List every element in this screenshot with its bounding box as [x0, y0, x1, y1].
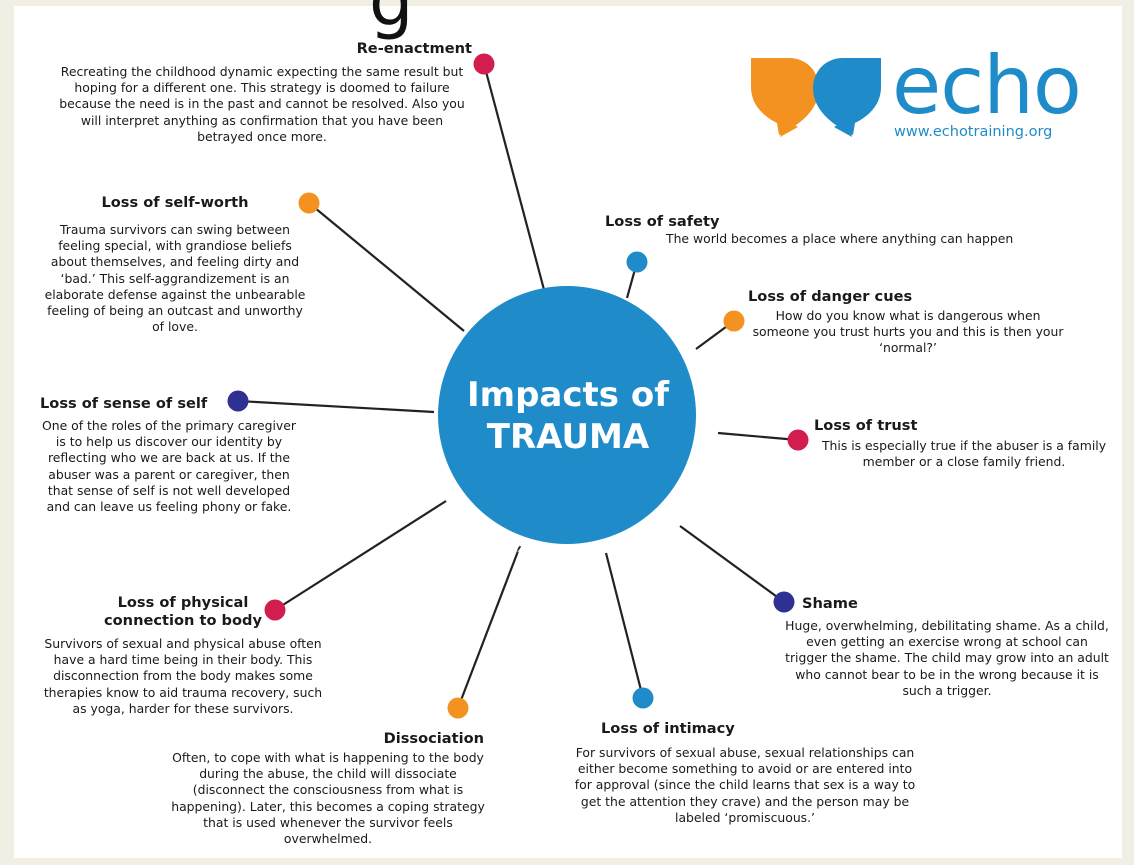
center-title: Impacts of TRAUMA — [454, 374, 682, 458]
spoke-shame — [679, 525, 785, 603]
dot-reenactment — [473, 53, 495, 75]
spoke-trust — [717, 431, 799, 442]
echo-website-url[interactable]: www.echotraining.org — [894, 124, 1053, 140]
item-reenactment: Re-enactment Recreating the childhood dy… — [52, 40, 472, 145]
item-title: Loss of danger cues — [748, 288, 913, 305]
cropped-heading-fragment: g — [369, 0, 414, 42]
item-description: The world becomes a place where anything… — [666, 231, 1014, 246]
item-description: Survivors of sexual and physical abuse o… — [43, 636, 323, 716]
item-physical: Loss of physical connection to body Surv… — [40, 594, 326, 717]
item-trust: Loss of trust This is especially true if… — [814, 417, 1114, 470]
item-sense-of-self: Loss of sense of self One of the roles o… — [40, 395, 322, 515]
item-description: One of the roles of the primary caregive… — [42, 418, 296, 515]
spoke-self-worth — [308, 202, 465, 332]
dot-physical — [264, 599, 286, 621]
impacts-center-circle — [438, 286, 696, 544]
dot-trust — [787, 429, 809, 451]
item-description: Huge, overwhelming, debilitating shame. … — [785, 618, 1109, 698]
dot-danger — [723, 310, 745, 332]
dot-shame — [773, 591, 795, 613]
spoke-physical — [274, 500, 447, 611]
item-danger: Loss of danger cues How do you know what… — [748, 288, 1068, 357]
item-shame: Shame Huge, overwhelming, debilitating s… — [784, 595, 1110, 699]
item-description: This is especially true if the abuser is… — [821, 438, 1107, 470]
dot-safety — [626, 251, 648, 273]
spoke-intimacy — [604, 552, 645, 699]
item-title: Shame — [802, 595, 858, 612]
center-title-line1: Impacts of — [467, 375, 669, 415]
item-title: Loss of sense of self — [40, 395, 208, 412]
item-title: Loss of physical connection to body — [104, 594, 262, 629]
item-safety: Loss of safety The world becomes a place… — [605, 213, 1045, 247]
item-description: For survivors of sexual abuse, sexual re… — [574, 745, 916, 825]
item-title: Re-enactment — [356, 40, 472, 57]
item-description: How do you know what is dangerous when s… — [752, 308, 1064, 356]
item-description: Trauma survivors can swing between feeli… — [44, 222, 306, 335]
item-description: Recreating the childhood dynamic expecti… — [59, 64, 465, 144]
echo-logo-wordmark: echo — [892, 39, 1082, 132]
dot-self-worth — [298, 192, 320, 214]
two-hearts-speech-bubble-icon — [751, 58, 881, 137]
item-title: Loss of safety — [605, 213, 720, 230]
item-title: Loss of intimacy — [601, 720, 735, 737]
spoke-sense-of-self — [237, 399, 435, 414]
item-dissociation: Dissociation Often, to cope with what is… — [170, 730, 486, 847]
spoke-reenactment — [482, 63, 549, 302]
spoke-diagram — [227, 53, 881, 719]
spoke-dissociation — [456, 545, 522, 709]
item-intimacy: Loss of intimacy For survivors of sexual… — [570, 720, 920, 826]
item-title: Loss of trust — [814, 417, 918, 434]
infographic-canvas: g — [14, 0, 1122, 858]
dot-intimacy — [632, 687, 654, 709]
dot-dissociation — [447, 697, 469, 719]
item-description: Often, to cope with what is happening to… — [171, 750, 485, 847]
dot-sense-of-self — [227, 390, 249, 412]
item-title: Loss of self-worth — [101, 194, 249, 211]
center-title-line2: TRAUMA — [486, 417, 650, 457]
item-title: Dissociation — [383, 730, 484, 747]
item-self-worth: Loss of self-worth Trauma survivors can … — [44, 194, 306, 335]
